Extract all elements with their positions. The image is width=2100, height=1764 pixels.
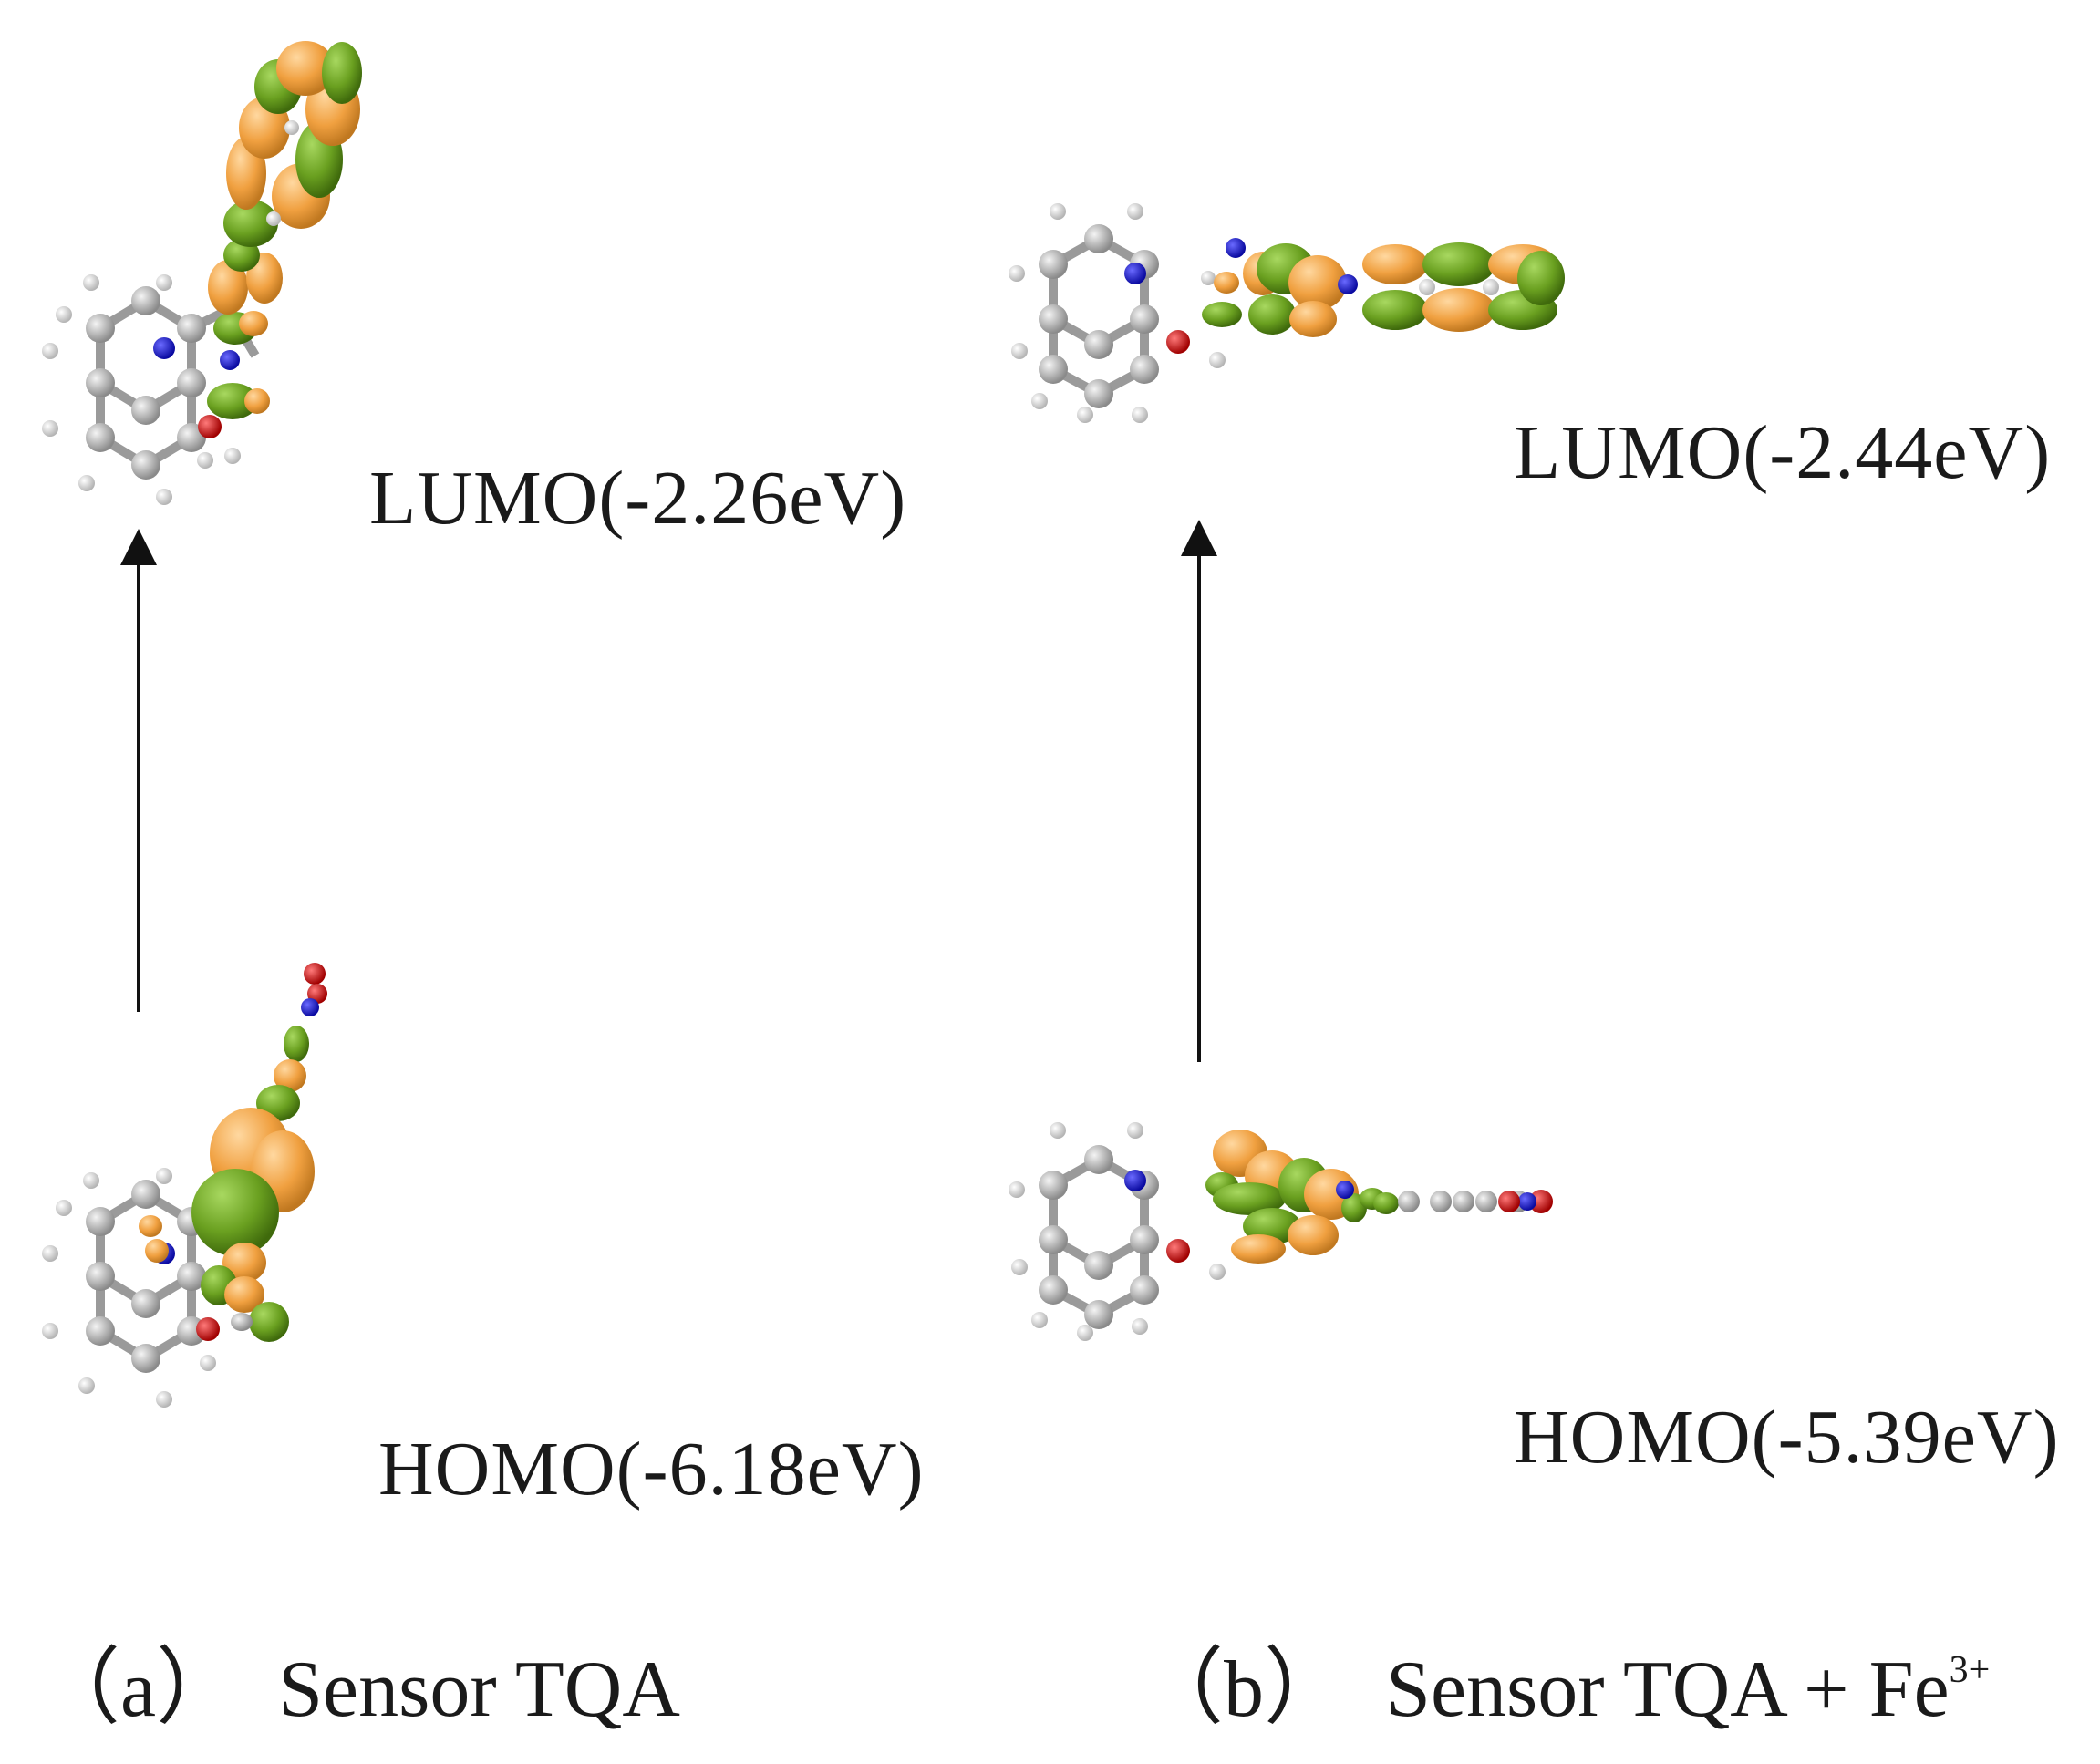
panel-a-caption-open: （	[36, 1641, 121, 1734]
panel-b-lumo-structure	[1009, 203, 1565, 423]
panel-a-caption-close: ）	[156, 1641, 241, 1734]
panel-a-lumo-label: LUMO(-2.26eV)	[369, 456, 907, 541]
panel-b-caption-superscript: 3+	[1949, 1649, 1991, 1691]
panel-b-lumo-orbitals	[1201, 238, 1565, 337]
panel-b-caption-text: Sensor TQA + Fe	[1386, 1645, 1950, 1734]
panel-a-homo-label: HOMO(-6.18eV)	[378, 1427, 925, 1511]
panel-b-homo-structure	[1009, 1122, 1553, 1341]
panel-b-homo-atoms	[1009, 1122, 1226, 1341]
panel-b-caption: （b） Sensor TQA + Fe3+	[1140, 1645, 1990, 1730]
panel-b-caption-close: ）	[1264, 1641, 1349, 1734]
panel-b-homo-orbitals	[1205, 1130, 1553, 1264]
panel-a-homo-structure	[42, 963, 327, 1408]
panel-b-lumo-atoms	[1009, 203, 1226, 423]
panel-a-homo-orbitals	[139, 963, 327, 1342]
panel-b-lumo-label: LUMO(-2.44eV)	[1514, 410, 2052, 495]
panel-a-lumo-orbitals	[207, 41, 362, 419]
panel-a-caption-letter: a	[120, 1645, 157, 1734]
panel-a-lumo-structure	[42, 41, 362, 505]
panel-a-caption-text: Sensor TQA	[278, 1645, 680, 1734]
panel-a-lumo-atoms	[42, 274, 241, 505]
panel-a-caption: （a） Sensor TQA	[36, 1645, 680, 1730]
panel-b-homo-label: HOMO(-5.39eV)	[1514, 1395, 2060, 1480]
panel-b-caption-open: （	[1140, 1641, 1225, 1734]
panel-b-caption-letter: b	[1224, 1645, 1265, 1734]
